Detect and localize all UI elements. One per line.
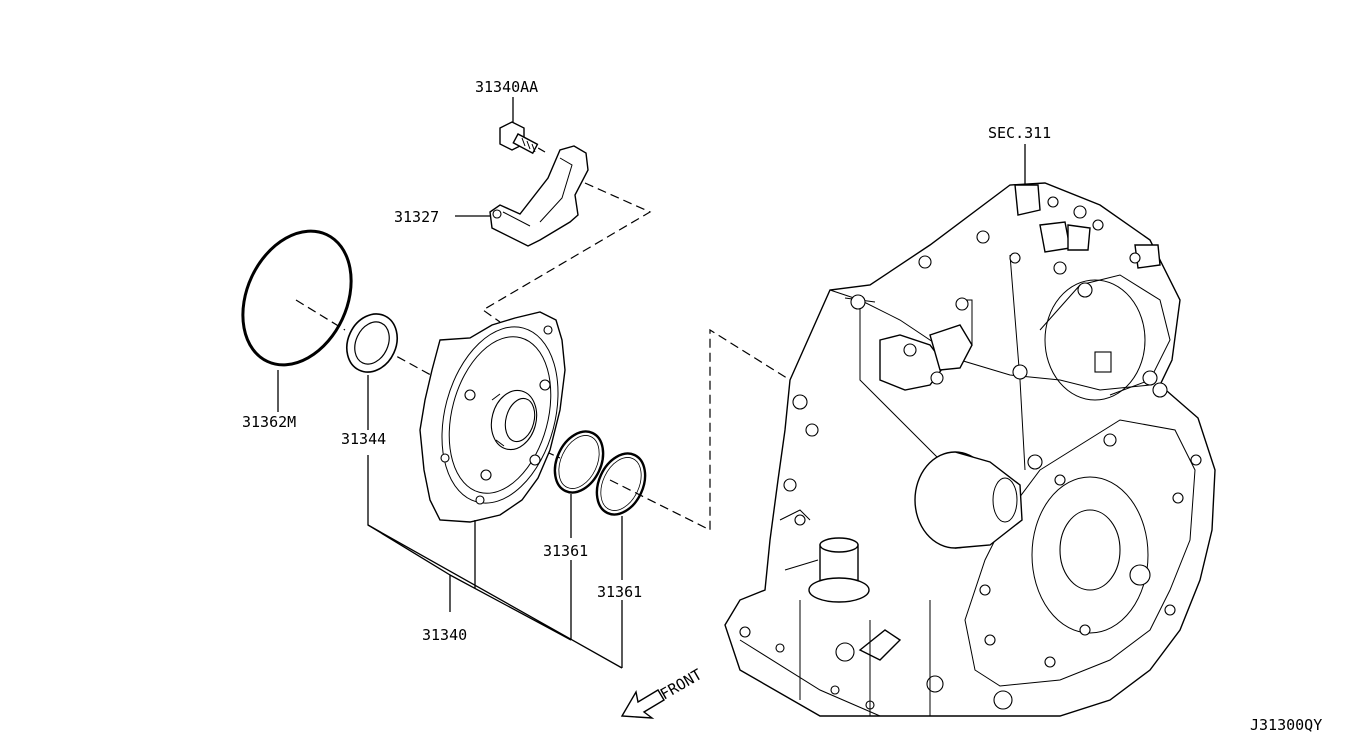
oil-pump-part — [419, 311, 566, 523]
label-31361-a: 31361 — [543, 542, 588, 560]
bracket-part — [489, 145, 589, 247]
o-ring-part — [241, 229, 353, 367]
seal-ring-b-part — [595, 452, 647, 516]
seal-ring-a-part — [553, 430, 605, 494]
bolt-part — [499, 121, 539, 155]
label-31361-b: 31361 — [597, 583, 642, 601]
front-label: FRONT — [657, 665, 705, 703]
label-31340AA: 31340AA — [475, 78, 538, 96]
diagram-code: J31300QY — [1250, 716, 1322, 734]
front-arrow-icon — [620, 689, 665, 719]
label-31362M: 31362M — [242, 413, 296, 431]
label-31327: 31327 — [394, 208, 439, 226]
section-reference: SEC.311 — [988, 124, 1051, 142]
seal-part — [346, 313, 398, 373]
label-31340: 31340 — [422, 626, 467, 644]
label-31344: 31344 — [341, 430, 386, 448]
transmission-case — [724, 182, 1216, 717]
